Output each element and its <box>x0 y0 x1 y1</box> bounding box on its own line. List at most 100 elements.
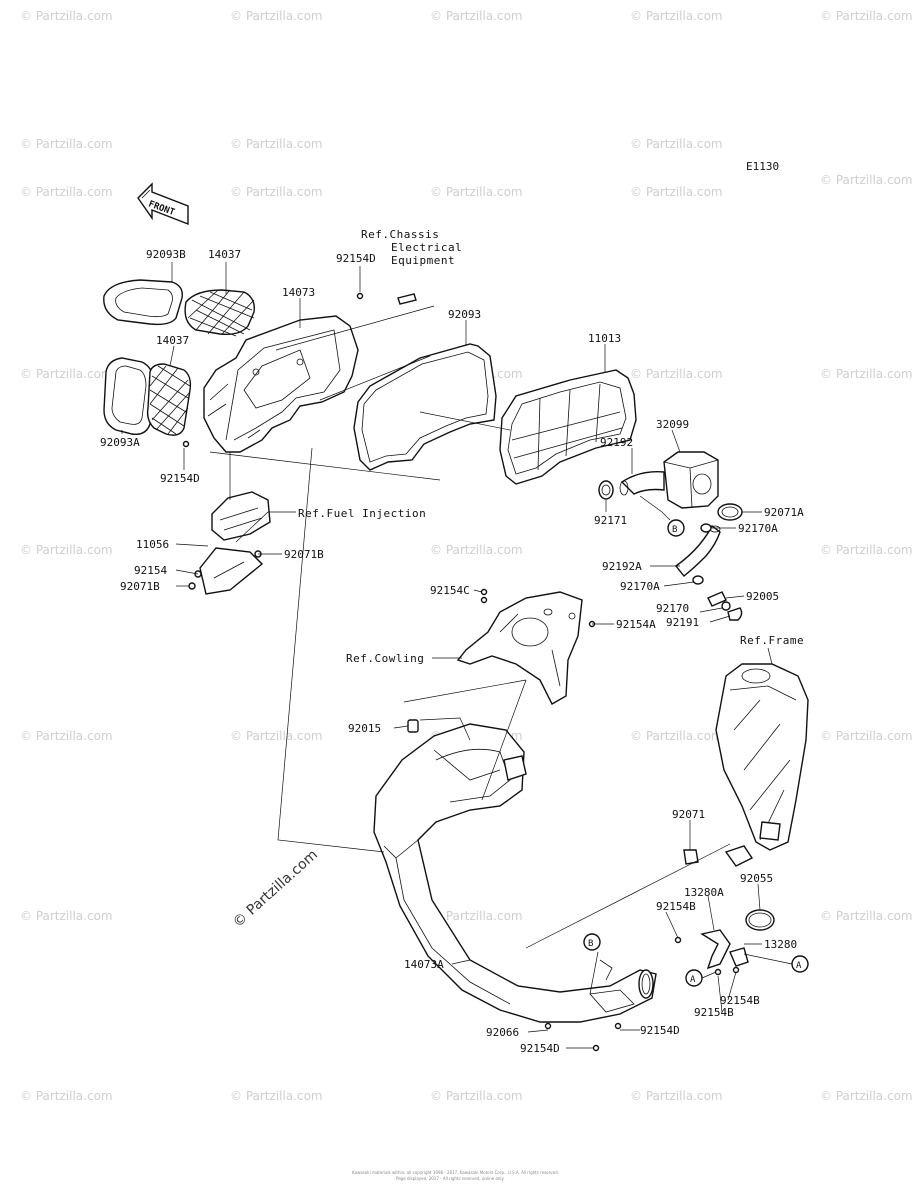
watermark: © Partzilla.com <box>430 1089 523 1103</box>
bracket-13280 <box>729 947 749 967</box>
diagonal-watermark: © Partzilla.com <box>230 847 321 931</box>
watermark: © Partzilla.com <box>20 137 113 151</box>
ref-chassis-label: Equipment <box>391 254 455 267</box>
watermark: © Partzilla.com <box>430 9 523 23</box>
part-label: 92154C <box>430 584 470 597</box>
part-label: 11056 <box>136 538 169 551</box>
part-label: 92093B <box>146 248 186 261</box>
watermark: © Partzilla.com <box>20 367 113 381</box>
part-label: 92005 <box>746 590 779 603</box>
bolt-92154c <box>480 588 488 596</box>
part-label: 92191 <box>666 616 699 629</box>
part-label: 92154D <box>336 252 376 265</box>
cap-92191 <box>727 607 743 621</box>
part-label: 92154D <box>520 1042 560 1055</box>
part-label: 92192 <box>600 436 633 449</box>
fitting-92005 <box>707 591 727 607</box>
watermark: © Partzilla.com <box>630 137 723 151</box>
ref-cowling-label: Ref.Cowling <box>346 652 424 665</box>
part-label: 92171 <box>594 514 627 527</box>
watermark: © Partzilla.com <box>630 729 723 743</box>
svg-text:A: A <box>796 961 802 971</box>
intake-11056 <box>188 491 271 595</box>
watermark: © Partzilla.com <box>20 909 113 923</box>
part-label: 13280 <box>764 938 797 951</box>
part-label: 92093 <box>448 308 481 321</box>
ref-fuel-injection-label: Ref.Fuel Injection <box>298 507 426 520</box>
duct-14073 <box>203 315 359 453</box>
seal-92093a <box>103 357 155 435</box>
part-label: 92170A <box>620 580 660 593</box>
watermark: © Partzilla.com <box>430 543 523 557</box>
bolt-92154b <box>674 936 682 944</box>
callout-a: A <box>685 969 703 987</box>
part-label: 92154A <box>616 618 656 631</box>
part-label: 14037 <box>208 248 241 261</box>
part-label: 92015 <box>348 722 381 735</box>
bracket-13280a <box>700 929 731 970</box>
watermark: © Partzilla.com <box>820 543 913 557</box>
watermark: © Partzilla.com <box>20 1089 113 1103</box>
collar-92015 <box>407 719 419 733</box>
watermark: © Partzilla.com <box>230 9 323 23</box>
ref-chassis-label: Ref.Chassis <box>361 228 439 241</box>
part-label: 92055 <box>740 872 773 885</box>
watermark: © Partzilla.com <box>820 9 913 23</box>
clamp-92170a <box>692 575 704 585</box>
main-duct-14073a <box>373 723 657 1052</box>
part-label: 92154D <box>640 1024 680 1037</box>
callout-b: B <box>583 933 601 951</box>
watermark: © Partzilla.com <box>230 137 323 151</box>
part-label: 92093A <box>100 436 140 449</box>
part-label: 14073 <box>282 286 315 299</box>
ref-chassis-label: Electrical <box>391 241 462 254</box>
watermark: © Partzilla.com <box>630 185 723 199</box>
part-label: 92154B <box>694 1006 734 1019</box>
part-label: 92154D <box>160 472 200 485</box>
copyright-footer: Page displayed, 2017 - All rights reserv… <box>396 1176 505 1181</box>
part-label: 92154 <box>134 564 167 577</box>
seal-92093b <box>103 279 183 326</box>
part-label: 13280A <box>684 886 724 899</box>
part-label: 92066 <box>486 1026 519 1039</box>
bolt-92154d <box>356 292 364 300</box>
part-label: 92170A <box>738 522 778 535</box>
part-label: 92154B <box>656 900 696 913</box>
diagram-code: E1130 <box>746 160 779 173</box>
part-label: 14073A <box>404 958 444 971</box>
watermark: © Partzilla.com <box>630 1089 723 1103</box>
part-label: 92071B <box>120 580 160 593</box>
watermark: © Partzilla.com <box>20 543 113 557</box>
watermark: © Partzilla.com <box>820 729 913 743</box>
bracket-cowling <box>456 591 596 705</box>
clamp-92170 <box>721 601 731 611</box>
callout-a: A <box>791 955 809 973</box>
ref-frame-label: Ref.Frame <box>740 634 804 647</box>
bolt-92154b <box>732 966 740 974</box>
watermark: © Partzilla.com <box>820 909 913 923</box>
part-label: 32099 <box>656 418 689 431</box>
part-label: 92170 <box>656 602 689 615</box>
part-label: 11013 <box>588 332 621 345</box>
watermark: © Partzilla.com <box>820 1089 913 1103</box>
watermark: © Partzilla.com <box>230 1089 323 1103</box>
frame <box>715 663 809 867</box>
watermark: © Partzilla.com <box>230 185 323 199</box>
screen-14037-lower <box>146 363 192 436</box>
svg-text:B: B <box>672 525 677 535</box>
part-label: 14037 <box>156 334 189 347</box>
air-filter-11013 <box>499 369 637 485</box>
watermark: © Partzilla.com <box>430 185 523 199</box>
watermark: © Partzilla.com <box>430 909 523 923</box>
bolt-92154d <box>182 440 190 448</box>
watermark: © Partzilla.com <box>20 185 113 199</box>
grommet-92071 <box>683 849 699 865</box>
part-label: 92154B <box>720 994 760 1007</box>
clamp-92171 <box>598 480 614 500</box>
front-arrow-icon: FRONT <box>137 182 189 226</box>
part-label: 92071A <box>764 506 804 519</box>
screen-14037-upper <box>184 289 255 337</box>
gasket-92093 <box>353 343 497 471</box>
callout-b: B <box>667 519 685 537</box>
